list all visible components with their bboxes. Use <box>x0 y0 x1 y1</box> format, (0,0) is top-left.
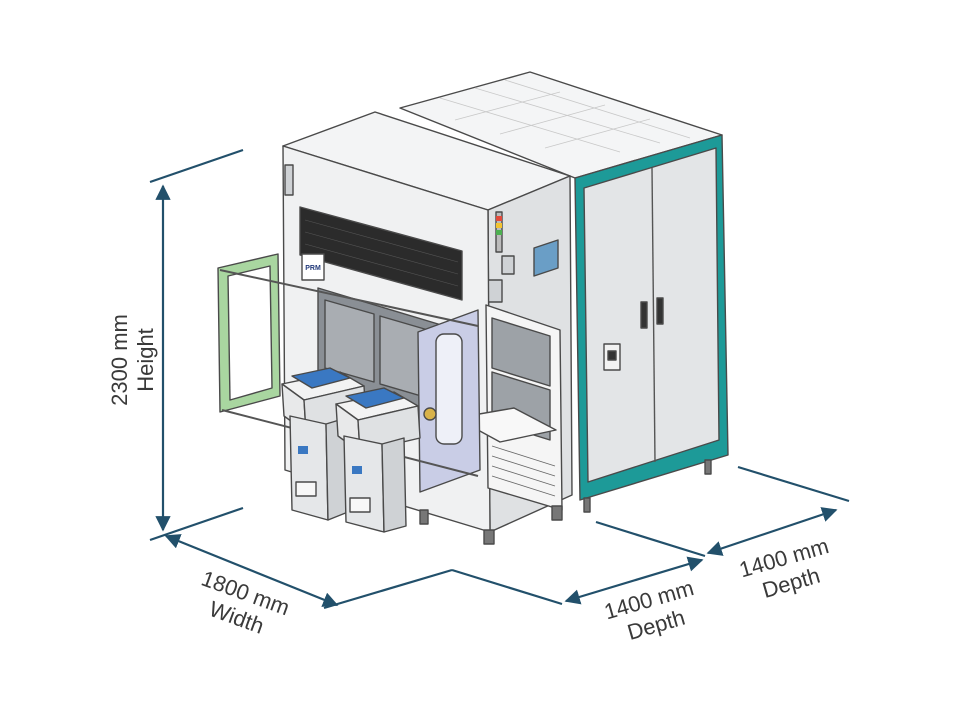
width-arrow <box>164 534 339 607</box>
loading-tray <box>455 407 557 443</box>
cabinet-handle-right <box>656 297 664 325</box>
ventilation-grille <box>299 206 463 301</box>
depth-rear-extension <box>737 465 850 503</box>
width-extension-right <box>323 568 453 610</box>
machine-foot <box>551 505 563 521</box>
machine-badge: PRM <box>305 265 321 272</box>
height-extension-top <box>149 148 244 184</box>
door-knob <box>423 407 437 421</box>
depth-front-extension-right <box>595 520 706 558</box>
chamber-panel-left <box>324 299 375 383</box>
side-box <box>501 255 515 275</box>
machine-foot <box>419 509 429 525</box>
depth-rear-arrow <box>706 507 838 556</box>
cabinet-door-split <box>651 167 656 463</box>
height-label: 2300 mm Height <box>107 314 158 406</box>
depth-front-extension <box>451 568 563 606</box>
cabinet-handle-left <box>640 301 648 329</box>
machine-illustration: PRM <box>217 71 729 545</box>
cabinet-foot <box>704 459 712 475</box>
dimension-lines <box>149 148 850 610</box>
side-control-strip <box>284 164 294 196</box>
hmi-screen <box>533 239 559 277</box>
machine-foot <box>483 529 495 545</box>
depth-front-arrow <box>564 556 704 605</box>
cabinet-foot <box>583 497 591 513</box>
wafer-unit-right <box>335 387 421 533</box>
cabinet-door-panel <box>583 147 720 483</box>
badge-plate <box>301 253 325 281</box>
rack-shelf-upper <box>491 317 551 387</box>
door-window <box>435 333 463 445</box>
width-label: 1800 mm Width <box>198 566 293 639</box>
guard-door-window <box>227 265 273 401</box>
height-value: 2300 mm <box>107 314 132 406</box>
depth-rear-label: 1400 mm Depth <box>736 533 831 603</box>
guard-rail-top <box>219 269 479 327</box>
height-caption: Height <box>133 328 158 392</box>
